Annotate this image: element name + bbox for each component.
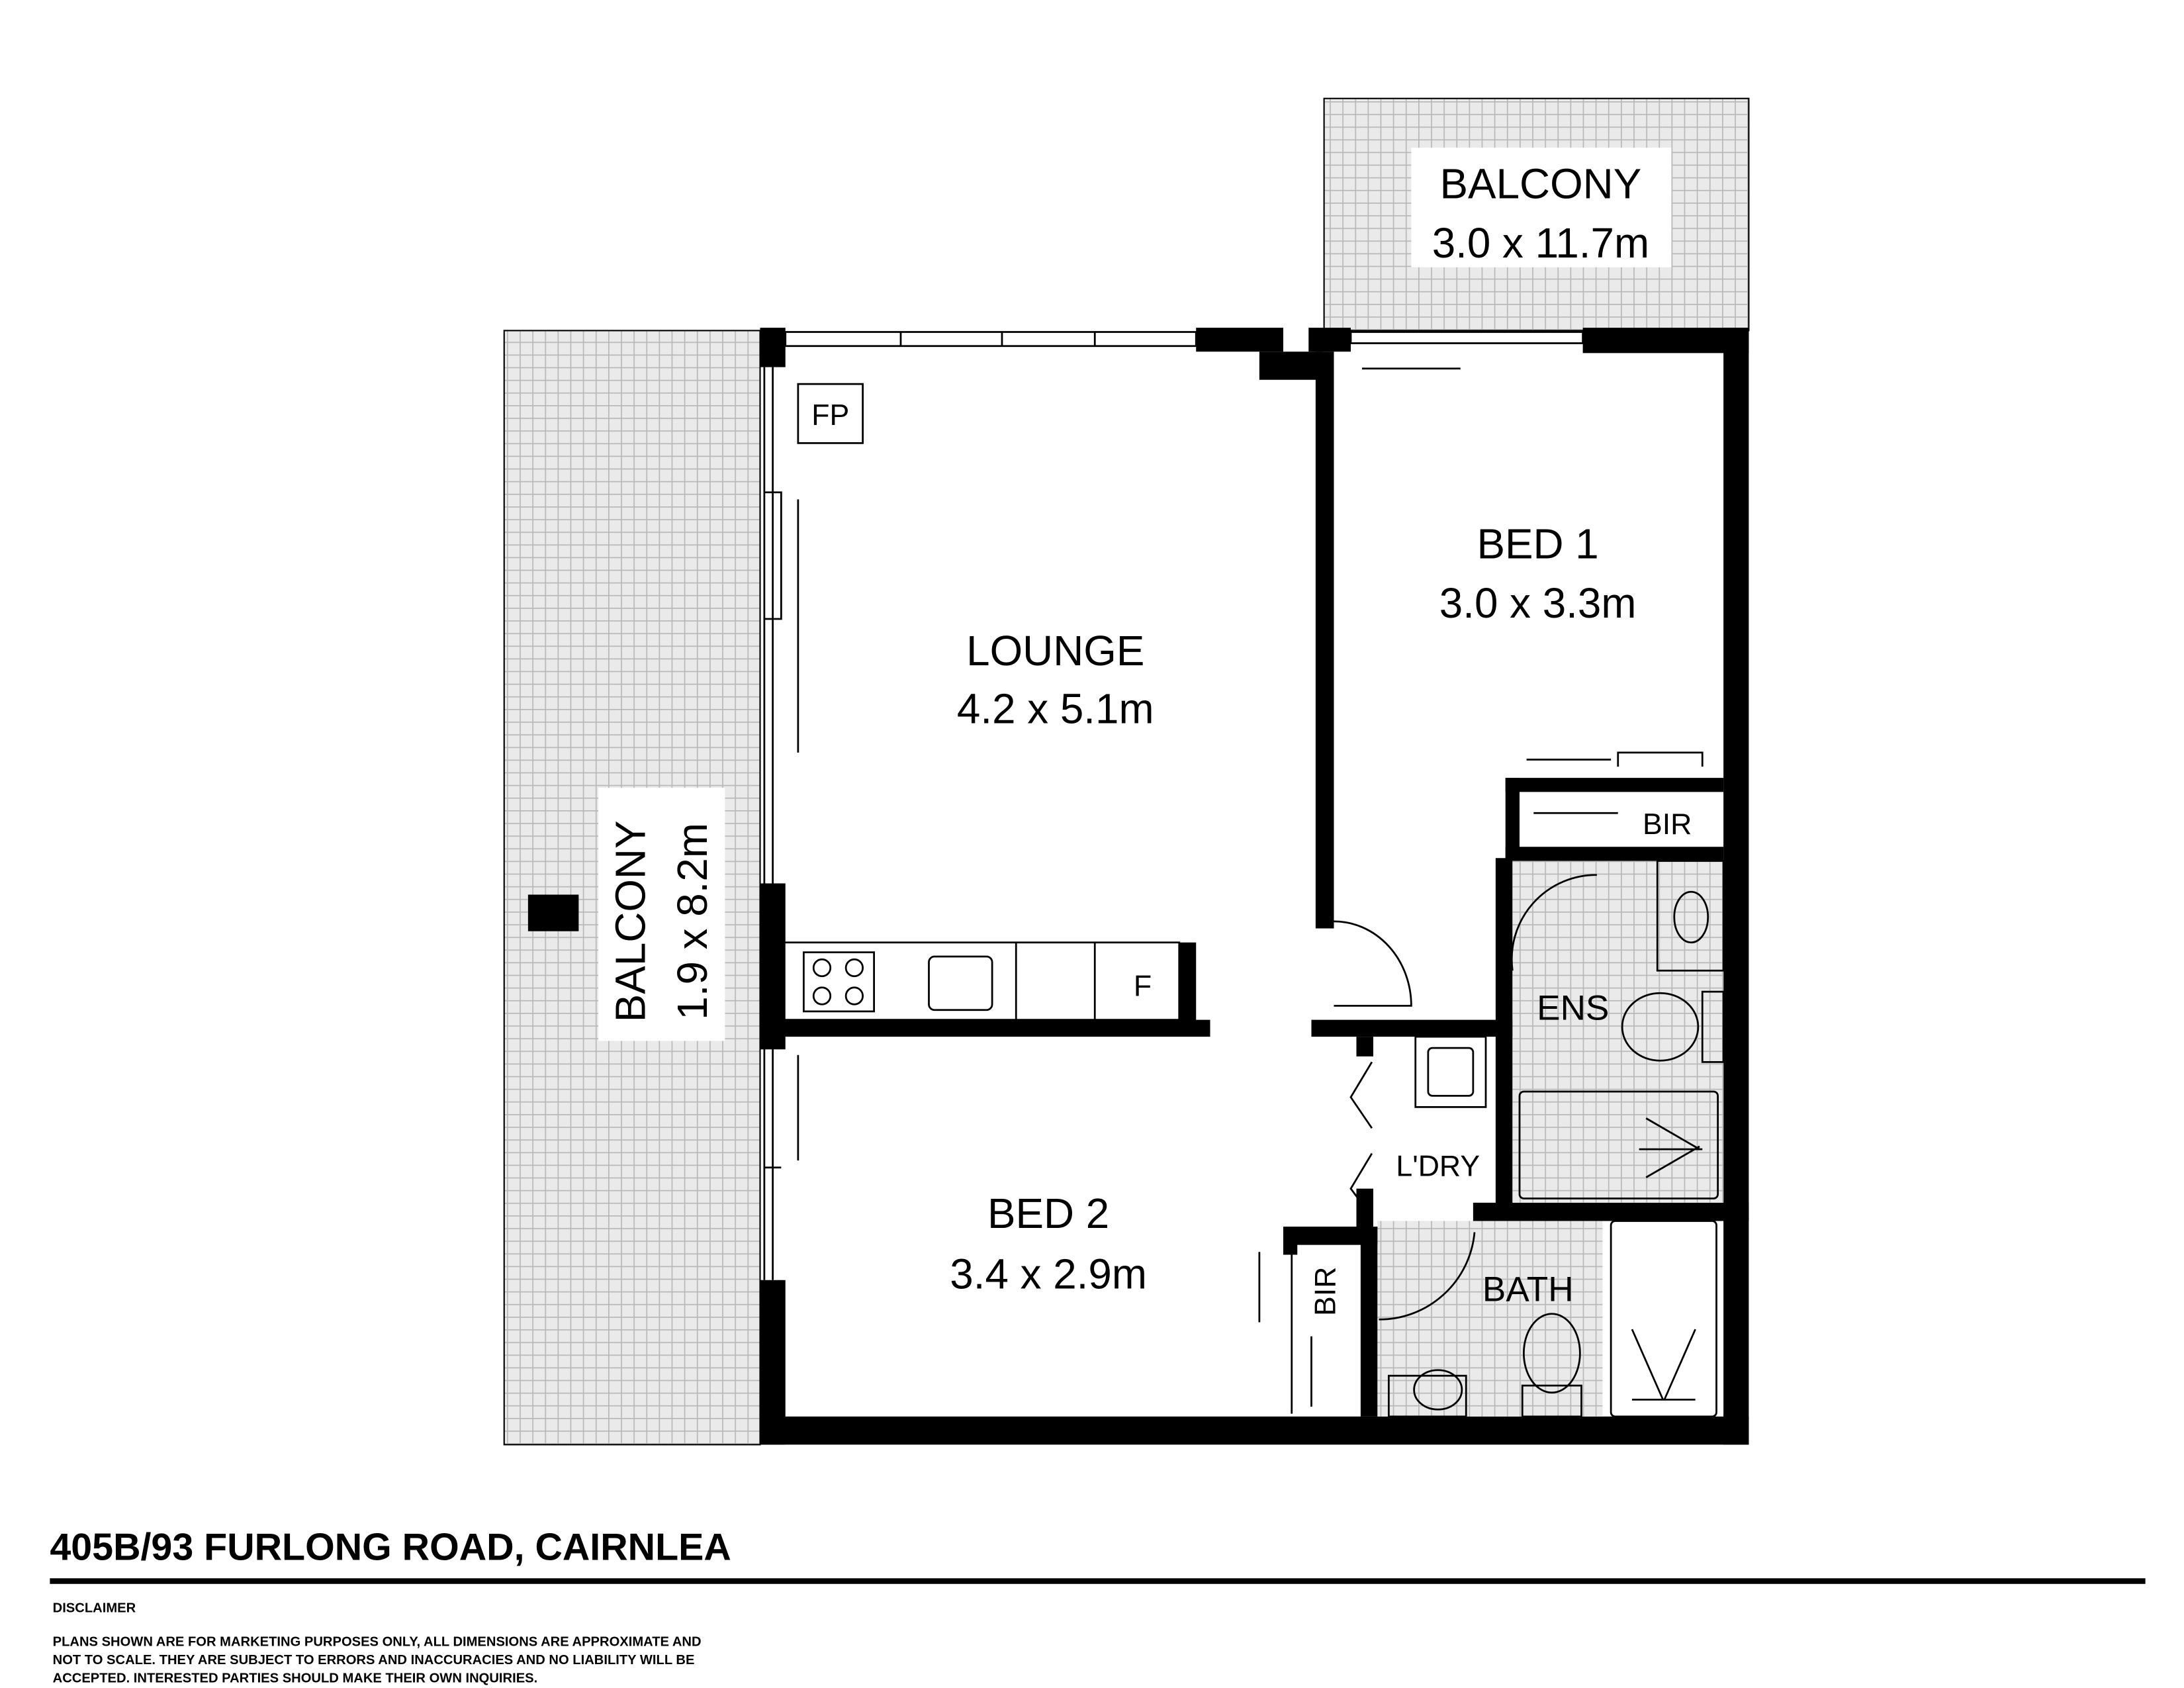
bath-label: BATH	[1482, 1270, 1574, 1309]
balcony-top-name: BALCONY	[1440, 160, 1642, 208]
bir2-label: BIR	[1310, 1267, 1342, 1316]
balcony-top: BALCONY 3.0 x 11.7m	[1323, 97, 1750, 332]
ens-basin-icon	[1656, 860, 1725, 972]
ens-bath-icon	[1518, 1090, 1719, 1199]
bir1-label: BIR	[1643, 808, 1692, 841]
ensuite-floor	[1512, 861, 1724, 1203]
bed2-name: BED 2	[987, 1190, 1109, 1237]
fridge-label: F	[1134, 970, 1152, 1003]
bath-basin-icon	[1387, 1374, 1467, 1418]
windows	[763, 331, 1584, 1280]
cooktop-icon	[802, 951, 876, 1013]
disclaimer-line: PLANS SHOWN ARE FOR MARKETING PURPOSES O…	[53, 1634, 702, 1649]
balcony-top-size: 3.0 x 11.7m	[1432, 219, 1649, 267]
divider	[50, 1578, 2146, 1584]
fireplace-box	[797, 383, 864, 444]
lounge-size: 4.2 x 5.1m	[957, 684, 1154, 732]
column	[527, 894, 579, 931]
bed1-size: 3.0 x 3.3m	[1439, 579, 1637, 627]
balcony-left-size: 1.9 x 8.2m	[668, 823, 716, 1020]
fireplace-label: FP	[811, 399, 849, 432]
balcony-left-name: BALCONY	[606, 821, 654, 1023]
kitchen-sink-icon	[928, 955, 993, 1011]
lounge-name: LOUNGE	[966, 627, 1144, 675]
property-address: 405B/93 FURLONG ROAD, CAIRNLEA	[50, 1526, 731, 1569]
bath-toilet-icon	[1522, 1313, 1581, 1394]
bath-shower-icon	[1610, 1220, 1717, 1418]
walls	[760, 328, 1749, 1445]
disclaimer-heading: DISCLAIMER	[53, 1601, 136, 1615]
ens-label: ENS	[1537, 989, 1609, 1028]
balcony-left: BALCONY 1.9 x 8.2m	[503, 330, 761, 1446]
laundry-tub-icon	[1414, 1035, 1487, 1108]
bath-floor	[1377, 1221, 1603, 1417]
fixtures	[782, 383, 1725, 1418]
doors	[797, 367, 1704, 1414]
bed2-size: 3.4 x 2.9m	[950, 1250, 1147, 1298]
laundry-label: L'DRY	[1396, 1150, 1480, 1183]
disclaimer-line: ACCEPTED. INTERESTED PARTIES SHOULD MAKE…	[53, 1671, 538, 1686]
bed1-name: BED 1	[1477, 520, 1599, 568]
disclaimer-line: NOT TO SCALE. THEY ARE SUBJECT TO ERRORS…	[53, 1653, 695, 1667]
ens-toilet-icon	[1621, 992, 1700, 1062]
